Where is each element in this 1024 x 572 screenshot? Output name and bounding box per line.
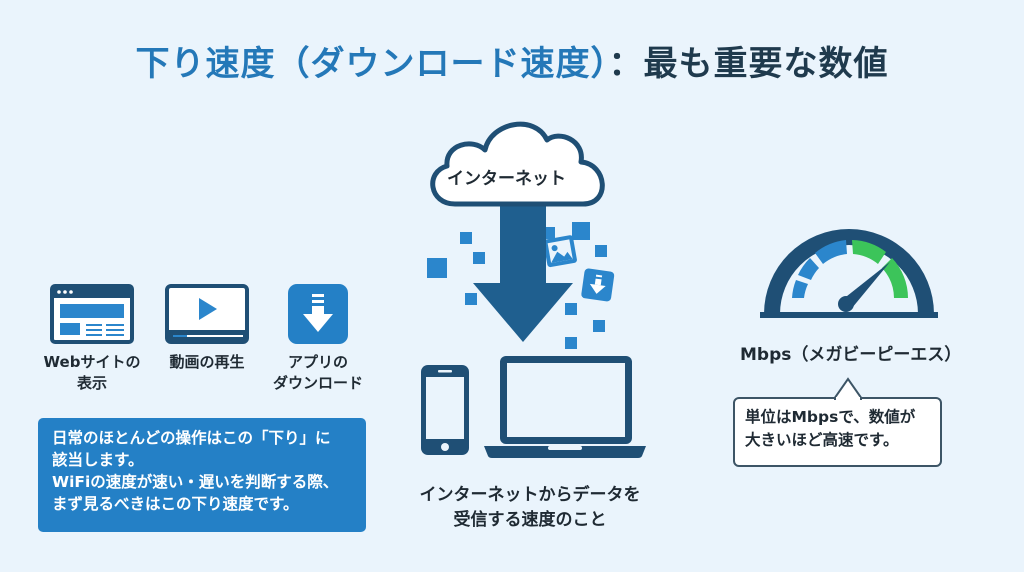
use-case-video: 動画の再生 xyxy=(169,353,245,371)
speedometer-icon xyxy=(760,214,938,318)
page-title: 下り速度（ダウンロード速度）：最も重要な数値 xyxy=(0,36,1024,85)
gauge-unit-label: Mbps（メガビーピーエス） xyxy=(740,345,962,365)
bubble-pointer xyxy=(832,377,864,401)
title-sub: ：最も重要な数値 xyxy=(608,44,889,84)
use-case-web: Webサイトの 表示 xyxy=(43,353,141,392)
cloud-label: インターネット xyxy=(447,169,566,189)
info-box: 日常のほとんどの操作はこの「下り」に 該当します。 WiFiの速度が速い・遅いを… xyxy=(38,418,366,532)
title-main: 下り速度（ダウンロード速度） xyxy=(135,44,609,84)
unit-explanation-bubble: 単位はMbpsで、数値が 大きいほど高速です。 xyxy=(733,397,942,467)
app-download-icon xyxy=(288,284,348,344)
smartphone-icon xyxy=(419,363,471,457)
use-case-app: アプリの ダウンロード xyxy=(272,353,363,392)
cloud-download-illustration xyxy=(415,100,635,350)
laptop-icon xyxy=(484,354,646,458)
center-caption: インターネットからデータを 受信する速度のこと xyxy=(419,485,641,530)
video-player-icon xyxy=(165,284,249,344)
browser-window-icon xyxy=(50,284,134,344)
